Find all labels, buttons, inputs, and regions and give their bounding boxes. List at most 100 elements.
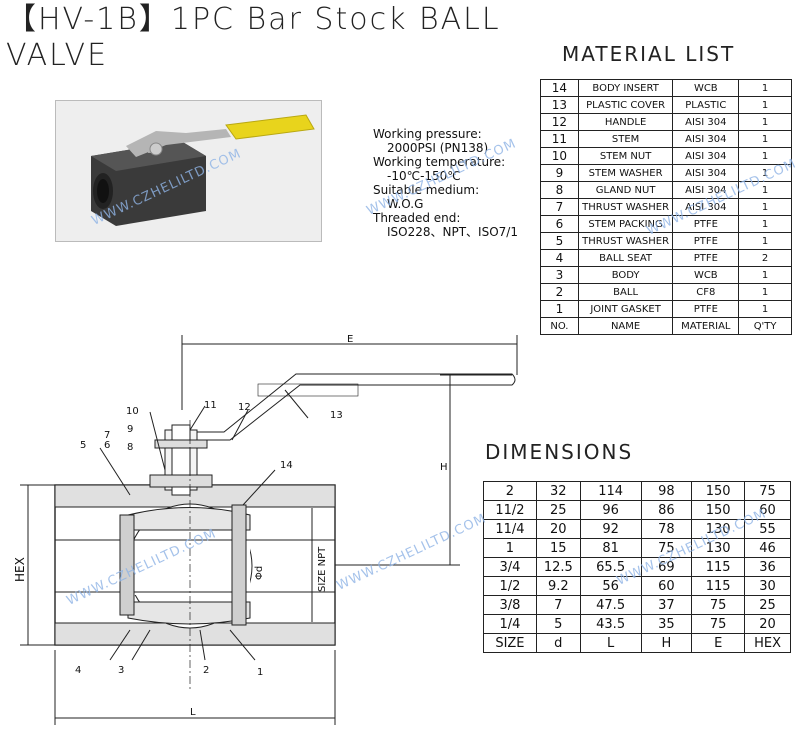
dimension-cell: 32	[535, 481, 581, 501]
material-cell-no: 7	[540, 198, 579, 216]
part-label-7: 7	[104, 430, 110, 441]
dimension-cell: 20	[744, 614, 791, 634]
material-cell-name: BALL	[577, 283, 674, 301]
material-header-material: MATERIAL	[672, 317, 740, 335]
material-cell-material: PTFE	[672, 249, 740, 267]
dimension-cell: 92	[579, 519, 642, 539]
title-line-2: VALVE	[6, 38, 109, 73]
dimension-header-cell: E	[691, 633, 746, 653]
dim-label-phi-d: Φd	[254, 566, 265, 580]
dimension-cell: 75	[744, 481, 791, 501]
material-cell-no: 6	[540, 215, 579, 233]
material-cell-name: HANDLE	[577, 113, 674, 131]
material-cell-qty: 1	[738, 232, 792, 250]
part-label-1: 1	[257, 667, 263, 678]
dimension-cell: 5	[535, 614, 581, 634]
dimension-cell: 35	[640, 614, 693, 634]
material-cell-no: 5	[540, 232, 579, 250]
dimension-cell: 115	[691, 557, 746, 577]
material-cell-no: 14	[540, 79, 579, 97]
material-cell-material: AISI 304	[672, 164, 740, 182]
material-cell-no: 12	[540, 113, 579, 131]
medium-label: Suitable medium:	[373, 183, 480, 197]
material-cell-qty: 1	[738, 113, 792, 131]
part-label-2: 2	[203, 665, 209, 676]
medium-value: W.O.G	[387, 197, 424, 211]
material-cell-name: BODY INSERT	[577, 79, 674, 97]
part-label-14: 14	[280, 460, 293, 471]
part-label-3: 3	[118, 665, 124, 676]
dimension-cell: 69	[640, 557, 693, 577]
threaded-end-label: Threaded end:	[373, 211, 461, 225]
material-cell-no: 1	[540, 300, 579, 318]
dimension-cell: 96	[579, 500, 642, 520]
material-cell-name: PLASTIC COVER	[577, 96, 674, 114]
dimension-cell: 60	[640, 576, 693, 596]
material-cell-qty: 1	[738, 79, 792, 97]
dimension-cell: 75	[691, 614, 746, 634]
part-label-8: 8	[127, 442, 133, 453]
material-cell-material: PTFE	[672, 232, 740, 250]
part-label-4: 4	[75, 665, 81, 676]
dimension-cell: 43.5	[579, 614, 642, 634]
part-label-5: 5	[80, 440, 86, 451]
material-cell-qty: 2	[738, 249, 792, 267]
dim-label-h: H	[440, 462, 448, 473]
material-cell-name: STEM	[577, 130, 674, 148]
page-title: 【HV-1B】1PC Bar Stock BALL VALVE	[6, 2, 501, 74]
material-cell-name: STEM NUT	[577, 147, 674, 165]
part-label-10: 10	[126, 406, 139, 417]
material-cell-qty: 1	[738, 266, 792, 284]
material-cell-name: JOINT GASKET	[577, 300, 674, 318]
dimension-cell: 7	[535, 595, 581, 615]
part-label-9: 9	[127, 424, 133, 435]
pressure-value: 2000PSI (PN138)	[387, 141, 489, 155]
material-cell-no: 4	[540, 249, 579, 267]
material-cell-material: CF8	[672, 283, 740, 301]
material-header-name: NAME	[577, 317, 674, 335]
dimension-cell: 55	[744, 519, 791, 539]
title-line-1: 【HV-1B】1PC Bar Stock BALL	[6, 2, 501, 37]
dimension-cell: 75	[691, 595, 746, 615]
material-cell-material: AISI 304	[672, 113, 740, 131]
material-cell-qty: 1	[738, 300, 792, 318]
material-cell-name: STEM WASHER	[577, 164, 674, 182]
dim-label-size-npt: SIZE NPT	[317, 546, 328, 592]
dim-label-l: L	[190, 707, 196, 718]
material-cell-qty: 1	[738, 130, 792, 148]
material-cell-no: 9	[540, 164, 579, 182]
material-cell-material: AISI 304	[672, 130, 740, 148]
part-label-12: 12	[238, 402, 251, 413]
dimension-cell: 15	[535, 538, 581, 558]
dimensions-heading: DIMENSIONS	[485, 440, 634, 464]
material-cell-material: WCB	[672, 79, 740, 97]
dimension-cell: 150	[691, 500, 746, 520]
material-cell-material: PLASTIC	[672, 96, 740, 114]
dimension-cell: 98	[640, 481, 693, 501]
temperature-label: Working temperature:	[373, 155, 506, 169]
dimension-header-cell: d	[535, 633, 581, 653]
dimension-cell: 9.2	[535, 576, 581, 596]
valve-drawing: E H L HEX SIZE NPT Φd 1 2 3 4 5 6 7 8 9 …	[13, 334, 518, 725]
dimension-cell: 12.5	[535, 557, 581, 577]
material-cell-no: 2	[540, 283, 579, 301]
threaded-end-value: ISO228、NPT、ISO7/1	[387, 225, 518, 239]
material-cell-no: 13	[540, 96, 579, 114]
material-cell-qty: 1	[738, 96, 792, 114]
